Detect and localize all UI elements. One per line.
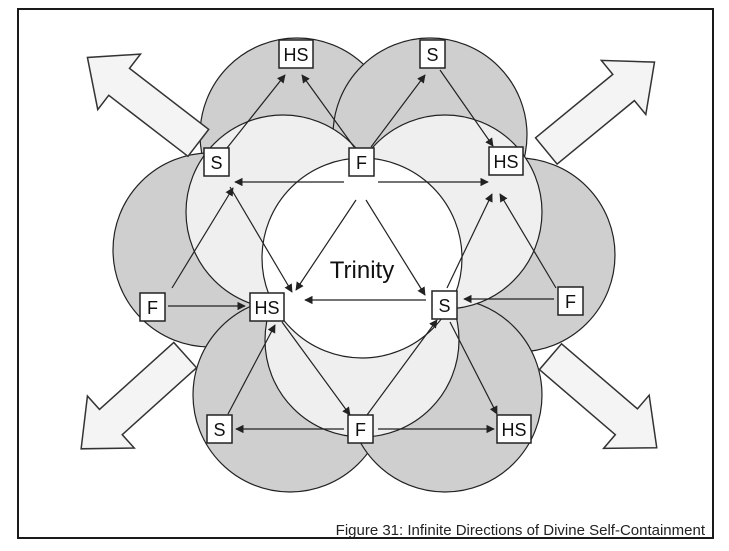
node-right-f: F <box>565 292 576 312</box>
arrow-mid-s-to-bottom-hs <box>449 321 498 415</box>
node-box-upper-center-f <box>348 147 375 177</box>
node-box-top-s <box>419 39 446 69</box>
arrow-f-to-mid-hs <box>295 199 357 291</box>
node-box-top-hs <box>278 39 314 69</box>
node-upper-left-s: S <box>210 153 222 173</box>
node-box-upper-right-hs <box>488 146 524 176</box>
node-bottom-left-s: S <box>213 420 225 440</box>
node-box-bottom-right-hs <box>496 414 532 444</box>
arrow-left-f-to-upper-s <box>171 187 234 289</box>
node-upper-right-hs: HS <box>493 152 518 172</box>
node-bottom-center-f: F <box>355 420 366 440</box>
arrow-upper-s-to-mid-hs <box>229 186 293 293</box>
node-box-mid-left-hs <box>249 292 285 322</box>
node-box-mid-right-s <box>431 290 458 320</box>
big-arrow-top-right <box>534 59 656 166</box>
big-arrow-bottom-left <box>80 341 198 450</box>
center-label: Trinity <box>330 257 394 284</box>
node-mid-left-hs: HS <box>254 298 279 318</box>
arrow-mid-s-to-upper-hs <box>446 193 493 289</box>
node-upper-center-f: F <box>356 153 367 173</box>
node-box-bottom-center-f <box>347 414 374 444</box>
node-bottom-right-hs: HS <box>501 420 526 440</box>
arrow-f-to-top-s <box>370 74 426 148</box>
connector-arrows <box>168 69 557 434</box>
big-arrow-top-left <box>86 53 210 158</box>
node-top-s: S <box>426 45 438 65</box>
node-boxes <box>139 39 584 444</box>
arrow-bottom-f-to-mid-s <box>366 319 438 416</box>
figure-caption: Figure 31: Infinite Directions of Divine… <box>335 522 705 539</box>
big-arrow-bottom-right <box>538 342 658 450</box>
arrow-right-f-to-upper-hs <box>499 193 557 289</box>
arrow-mid-hs-to-bottom-f <box>281 321 351 416</box>
node-left-f: F <box>147 298 158 318</box>
arrow-s-to-top-hs <box>226 74 286 149</box>
direction-arrows <box>80 53 658 450</box>
node-box-bottom-left-s <box>206 414 233 444</box>
node-mid-right-s: S <box>438 296 450 316</box>
node-top-hs: HS <box>283 45 308 65</box>
node-box-left-f <box>139 292 166 322</box>
arrow-f-to-mid-s <box>365 199 426 296</box>
arrow-top-s-to-hs <box>439 69 494 147</box>
node-box-right-f <box>557 286 584 316</box>
arrow-f-to-top-hs <box>301 74 355 148</box>
arrow-bottom-s-to-mid-hs <box>227 324 276 415</box>
node-box-upper-left-s <box>203 147 230 177</box>
node-labels: HS S S F HS F HS S F S F HS <box>147 45 576 440</box>
